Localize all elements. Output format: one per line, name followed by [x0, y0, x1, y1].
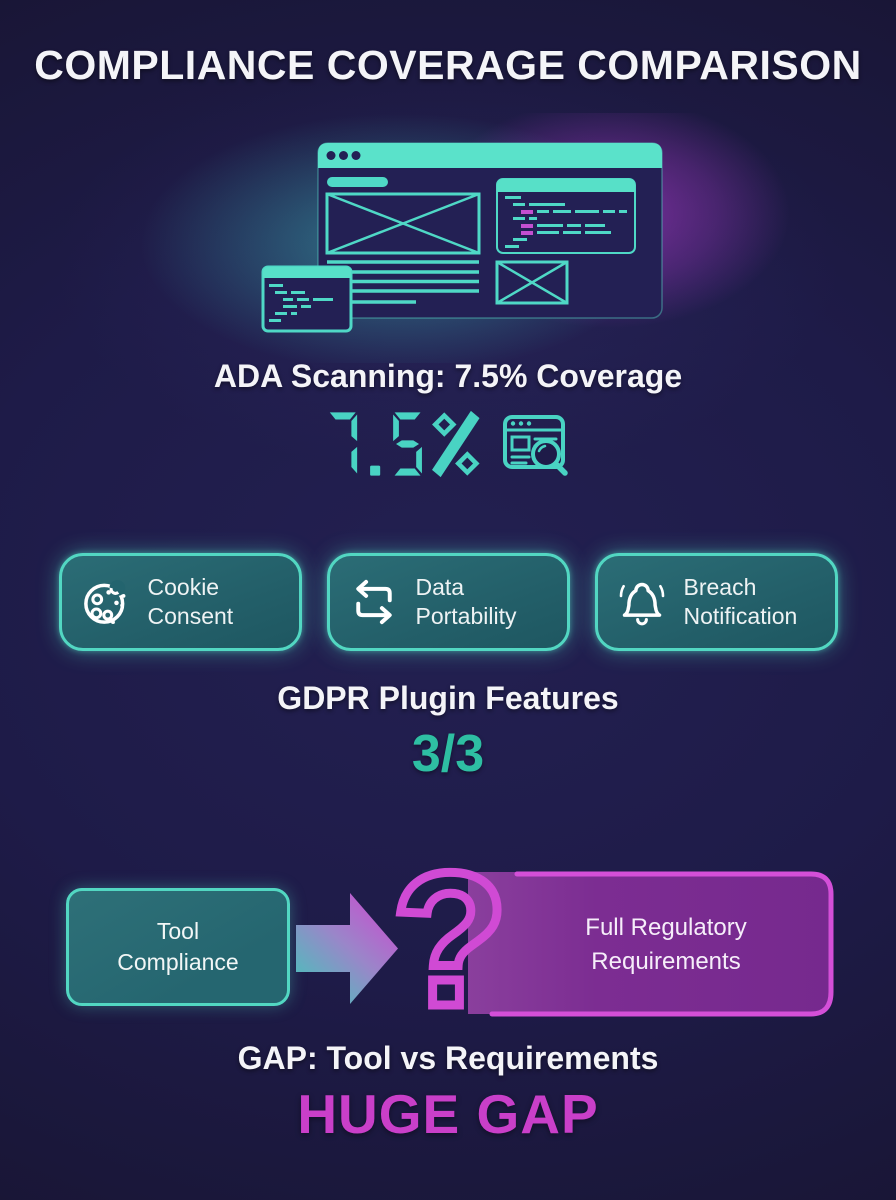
gap-diagram: Tool Compliance ?: [0, 855, 896, 1030]
gap-heading: GAP: Tool vs Requirements: [237, 1040, 659, 1076]
website-scan-illustration: [140, 113, 790, 363]
feature-pill-label: Cookie Consent: [147, 573, 234, 629]
cookie-icon: [83, 580, 125, 625]
tool-compliance-box: Tool Compliance: [66, 888, 290, 1006]
feature-pill-label: Breach Notification: [683, 573, 798, 629]
ada-scanning-heading: ADA Scanning: 7.5% Coverage: [213, 358, 683, 394]
feature-pill-breach-notification: Breach Notification: [594, 553, 838, 651]
gap-arrow-icon: [296, 893, 398, 1004]
feature-pill-cookie-consent: Cookie Consent: [58, 553, 302, 651]
code-panel-right: [496, 178, 636, 254]
feature-pill-data-portability: Data Portability: [326, 553, 570, 651]
gap-verdict: HUGE GAP: [297, 1083, 599, 1145]
tool-compliance-label: Tool Compliance: [117, 917, 239, 975]
code-highlight-lines: [521, 210, 533, 235]
page-title: COMPLIANCE COVERAGE COMPARISON: [34, 42, 862, 88]
seven-segment-display: [329, 410, 480, 478]
browser-dots-icon: [326, 151, 361, 160]
gdpr-feature-pills: Cookie Consent Data Portability: [0, 553, 896, 651]
image-placeholder-small: [495, 260, 569, 305]
coverage-display: [0, 402, 896, 486]
code-panel-left: [261, 265, 353, 333]
search-pill: [327, 177, 388, 187]
question-mark-icon: ?: [392, 855, 508, 1030]
gap-diagram-graphics: ?: [296, 855, 834, 1030]
browser-titlebar: [318, 143, 662, 168]
gdpr-score: 3/3: [411, 725, 485, 783]
regulatory-requirements-border: [489, 871, 834, 1017]
data-transfer-icon: [355, 579, 392, 625]
bell-icon: [619, 582, 664, 626]
regulatory-requirements-box: [468, 872, 833, 1014]
gdpr-heading: GDPR Plugin Features: [277, 680, 619, 716]
scan-magnifier-icon: [502, 415, 568, 476]
regulatory-requirements-label: Full Regulatory Requirements: [585, 914, 747, 975]
feature-pill-label: Data Portability: [415, 573, 517, 629]
image-placeholder-large: [325, 192, 481, 255]
